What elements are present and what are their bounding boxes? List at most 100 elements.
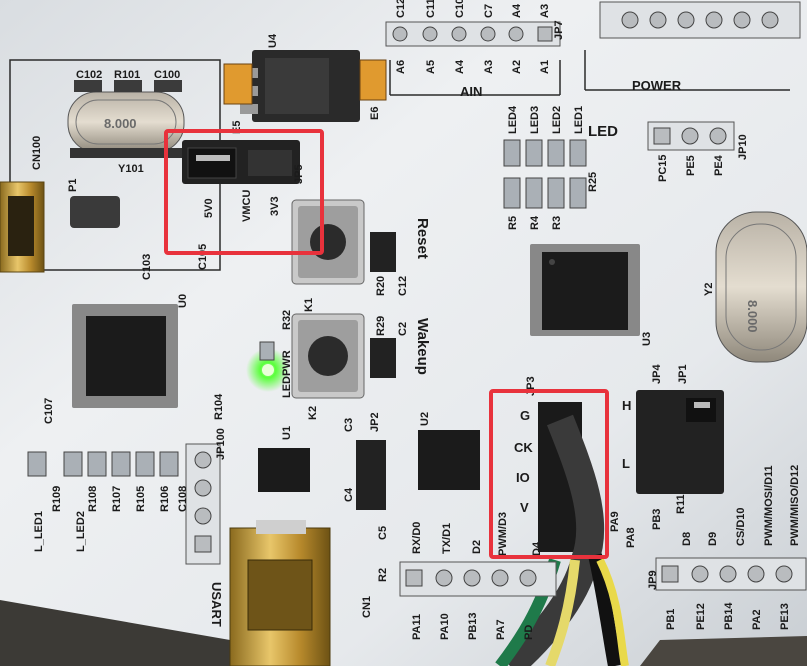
svg-text:PA7: PA7 [495, 619, 507, 640]
label-r29: R29 [375, 316, 387, 336]
right-header-labels: PWM/MISO/D12 PWM/MOSI/D11 CS/D10 D9 D8 [681, 465, 801, 546]
jp5-pin-labels: 5V0 VMCU 3V3 [203, 190, 281, 222]
label-h: H [622, 398, 631, 413]
svg-text:A3: A3 [483, 60, 495, 74]
serial-pin-labels: RX/D0 TX/D1 D2 [411, 522, 483, 554]
label-u4: U4 [267, 33, 279, 48]
label-k2: K2 [307, 406, 319, 420]
label-r11: R11 [675, 494, 687, 514]
cap-e6 [359, 59, 387, 101]
label-r20: R20 [375, 276, 387, 296]
svg-text:D9: D9 [707, 532, 719, 546]
svg-text:PE13: PE13 [779, 603, 791, 630]
label-l-led2: L_LED2 [75, 511, 87, 552]
led-resistor-labels: R5 R4 R3 [507, 215, 563, 230]
svg-text:PC15: PC15 [657, 154, 669, 182]
label-pb3: PB3 [651, 509, 663, 530]
label-c12: C12 [397, 276, 409, 296]
right-bottom-pin-labels: PB1 PE12 PB14 PA2 PE13 [665, 602, 791, 630]
resistor-row [27, 451, 179, 477]
label-c100: C100 [154, 69, 180, 81]
table-shadow [0, 600, 230, 666]
label-jp4: JP4 [651, 364, 663, 384]
label-u2: U2 [419, 412, 431, 426]
label-u0: U0 [177, 294, 189, 308]
svg-text:CK: CK [514, 440, 533, 455]
cap-e5 [223, 63, 253, 105]
svg-text:A4: A4 [511, 3, 523, 18]
svg-text:R105: R105 [135, 486, 147, 512]
resistor-row-labels: R109 R108 R107 R105 R106 C108 [51, 486, 189, 512]
label-power: POWER [632, 78, 682, 93]
label-c3: C3 [343, 418, 355, 432]
ain-pins [392, 26, 553, 42]
svg-text:PD: PD [523, 625, 535, 640]
crystal-y2 [715, 211, 807, 363]
bottom-pin-header [399, 561, 557, 597]
label-jp1: JP1 [677, 364, 689, 384]
svg-text:PB14: PB14 [723, 602, 735, 630]
label-y101: Y101 [118, 163, 144, 175]
label-r101: R101 [114, 69, 140, 81]
svg-text:R4: R4 [529, 215, 541, 230]
svg-text:RX/D0: RX/D0 [411, 522, 423, 554]
svg-text:PB13: PB13 [467, 612, 479, 640]
svg-text:D2: D2 [471, 540, 483, 554]
svg-text:PE5: PE5 [685, 155, 697, 176]
ain-header [385, 21, 561, 47]
label-c103: C103 [141, 254, 153, 280]
svg-text:PE4: PE4 [713, 154, 725, 176]
svg-text:R5: R5 [507, 216, 519, 230]
svg-text:G: G [520, 408, 530, 423]
jp100-header [185, 443, 221, 565]
svg-text:A4: A4 [454, 59, 466, 74]
svg-text:VMCU: VMCU [241, 190, 253, 222]
svg-text:R107: R107 [111, 486, 123, 512]
svg-text:C108: C108 [177, 486, 189, 512]
svg-text:PA10: PA10 [439, 613, 451, 640]
ain-top-refs: C12 C11 C10 C7 A4 A3 [395, 0, 551, 18]
label-u3: U3 [641, 332, 653, 346]
label-l-led1: L_LED1 [33, 511, 45, 552]
label-ain: AIN [460, 84, 482, 99]
highlight-box-jp5 [164, 129, 324, 255]
wakeup-button [291, 313, 365, 399]
jp5-jumper [182, 140, 300, 184]
reset-header [370, 232, 396, 272]
svg-text:A2: A2 [511, 60, 523, 74]
label-jp10: JP10 [737, 134, 749, 160]
svg-text:LED4: LED4 [507, 105, 519, 134]
highlight-box-jp3 [489, 389, 609, 559]
label-usart: USART [209, 582, 224, 627]
led-array [503, 139, 587, 209]
jp10-header [647, 121, 735, 151]
cables [495, 414, 629, 666]
svg-text:A6: A6 [395, 60, 407, 74]
chip-u1 [258, 448, 310, 492]
label-d4: D4 [531, 541, 543, 556]
label-jp100: JP100 [215, 428, 227, 460]
jp2-header [356, 440, 386, 510]
svg-text:TX/D1: TX/D1 [441, 523, 453, 554]
svg-text:D8: D8 [681, 532, 693, 546]
right-bottom-header [655, 557, 807, 591]
label-wakeup: Wakeup [414, 318, 431, 375]
svg-text:R108: R108 [87, 486, 99, 512]
label-r104: R104 [213, 393, 225, 420]
svg-text:R3: R3 [551, 216, 563, 230]
svg-text:PWM/MOSI/D11: PWM/MOSI/D11 [763, 465, 775, 546]
ain-pin-labels: A6 A5 A4 A3 A2 A1 [395, 59, 551, 74]
led-ref-labels: LED4 LED3 LED2 LED1 [507, 105, 585, 134]
label-ledpwr: LEDPWR [281, 350, 293, 398]
svg-text:C11: C11 [425, 0, 437, 18]
label-jp2: JP2 [369, 412, 381, 432]
svg-text:R109: R109 [51, 486, 63, 512]
label-c4: C4 [343, 487, 355, 502]
label-jp7: JP7 [553, 20, 565, 40]
svg-text:IO: IO [516, 470, 530, 485]
svg-text:PB1: PB1 [665, 609, 677, 630]
svg-text:C7: C7 [483, 4, 495, 18]
label-jp5: JP5 [293, 164, 305, 184]
cn100-connector [0, 181, 120, 273]
